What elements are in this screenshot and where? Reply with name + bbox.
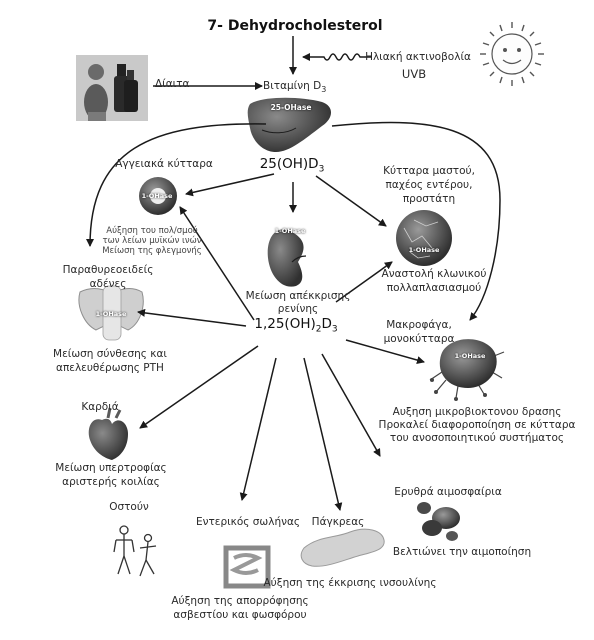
macrophage-enzyme-label: 1-OHase	[454, 352, 486, 360]
cancer-cells-effect-1: Αναστολή κλωνικού	[381, 268, 487, 280]
macrophage-title-1: Μακροφάγα,	[386, 319, 452, 331]
heart-effect-2: αριστερής κοιλίας	[62, 476, 160, 488]
parathyroid-icon	[78, 285, 144, 341]
cancer-cells-title-3: προστάτη	[402, 193, 456, 205]
calcitriol-sub-2: 3	[331, 324, 338, 335]
macrophage-icon	[429, 339, 505, 401]
cancer-cells-title-2: παχέος εντέρου,	[385, 179, 473, 191]
rbc-effect: Βελτιώνει την αιμοποίηση	[392, 546, 532, 558]
vascular-enzyme-label: 1-OHase	[141, 192, 173, 200]
rbc-title: Ερυθρά αιμοσφαίρια	[394, 486, 502, 498]
vascular-effect-3: Μείωση της φλεγμονής	[102, 246, 202, 256]
cancer-cells-enzyme-label: 1-OHase	[408, 246, 440, 254]
vitamin-d-label: Βιταμίνη D3	[263, 80, 326, 96]
calcidiol-text: 25(OH)D	[259, 156, 319, 172]
kidney-icon	[267, 229, 307, 287]
parathyroid-effect-1: Μείωση σύνθεσης και	[53, 348, 167, 360]
diet-label: Δίαιτα	[155, 78, 190, 90]
parathyroid-enzyme-label: 1-OHase	[95, 310, 127, 318]
pancreas-effect: Αύξηση της έκκρισης ινσουλίνης	[263, 577, 437, 589]
tissue-cells-icon	[396, 210, 452, 266]
intestine-title: Εντερικός σωλήνας	[195, 516, 301, 528]
heart-title: Καρδιά	[81, 401, 119, 413]
pancreas-title: Πάγκρεας	[311, 516, 365, 528]
cancer-cells-effect-2: πολλαπλασιασμού	[386, 282, 482, 294]
parathyroid-effect-2: απελευθέρωσης PTH	[56, 362, 164, 374]
macrophage-title-2: μονοκύτταρα	[383, 333, 455, 345]
cancer-cells-title-1: Κύτταρα μαστού,	[383, 165, 475, 177]
kidney-effect-2: ρενίνης	[277, 303, 319, 315]
vascular-effect-2: των λείων μυϊκών ινών	[102, 236, 202, 246]
bone-title: Οστούν	[109, 501, 149, 513]
heart-icon	[88, 407, 128, 460]
liver-enzyme-label: 25-OHase	[270, 103, 312, 112]
calcidiol-label: 25(OH)D3	[259, 156, 325, 177]
sunlight-label: Ηλιακή ακτινοβολία	[365, 51, 471, 63]
vitamin-d-text: Βιταμίνη D	[263, 80, 322, 92]
uvb-label: UVB	[401, 67, 427, 81]
uvb-wave	[302, 53, 372, 61]
diet-picture	[76, 55, 148, 121]
kidney-effect-1: Μείωση απέκκρισης	[245, 290, 351, 302]
pathway-arrows	[86, 36, 501, 511]
calcitriol-label: 1,25(OH)2D3	[254, 316, 338, 337]
vascular-cell-icon	[139, 177, 177, 215]
vascular-title: Αγγειακά κύτταρα	[115, 158, 213, 170]
macrophage-effect-2: Προκαλεί διαφοροποίηση σε κύτταρα	[378, 419, 576, 431]
kidney-enzyme-label: 1-OHase	[274, 227, 306, 235]
precursor-label: 7- Dehydrocholesterol	[207, 18, 383, 34]
parathyroid-title-1: Παραθυρεοειδείς	[62, 264, 154, 276]
intestine-icon	[223, 545, 271, 589]
macrophage-effect-3: του ανοσοποιητικού συστήματος	[389, 432, 565, 444]
vitamin-d-sub: 3	[321, 85, 327, 95]
intestine-effect-1: Αύξηση της απορρόφησης	[171, 595, 309, 607]
skeleton-icon	[113, 525, 157, 577]
parathyroid-title-2: αδένες	[89, 278, 127, 290]
calcidiol-sub: 3	[318, 164, 325, 175]
vascular-effect-1: Αύξηση του πολ/σμού	[106, 226, 198, 236]
sun-icon	[480, 22, 544, 86]
calcitriol-text-1: 1,25(OH)	[254, 316, 316, 332]
rbc-icon	[417, 502, 460, 541]
pancreas-icon	[300, 528, 385, 567]
intestine-effect-2: ασβεστίου και φωσφόρου	[173, 609, 307, 621]
calcitriol-text-2: D	[321, 316, 332, 332]
macrophage-effect-1: Αυξηση μικροβιοκτονου δρασης	[392, 406, 562, 418]
liver-icon	[247, 97, 331, 152]
heart-effect-1: Μείωση υπερτροφίας	[55, 462, 167, 474]
calcitriol-sub-1: 2	[315, 324, 322, 335]
